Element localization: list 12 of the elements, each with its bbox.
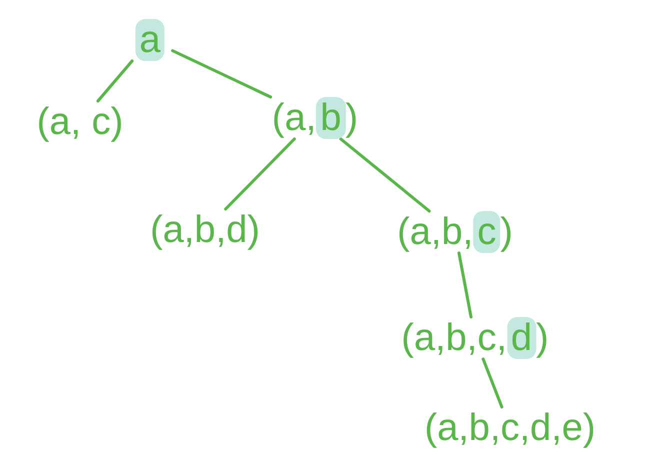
tuple-label: (a,b,c)	[393, 213, 517, 251]
tree-edge	[96, 60, 134, 102]
tree-edge	[482, 358, 504, 408]
tuple-label: (a, c)	[32, 103, 128, 141]
tuple-label: (a,b)	[268, 99, 362, 137]
tuple-label: (a,b,d)	[146, 211, 264, 249]
tree-edge	[457, 252, 473, 318]
tree-edge	[339, 138, 431, 212]
tuple-label: (a,b,c,d)	[397, 319, 553, 357]
tree-edge	[224, 138, 296, 210]
tuple-label: (a,b,c,d,e)	[420, 409, 600, 447]
tree-edge	[171, 49, 272, 98]
